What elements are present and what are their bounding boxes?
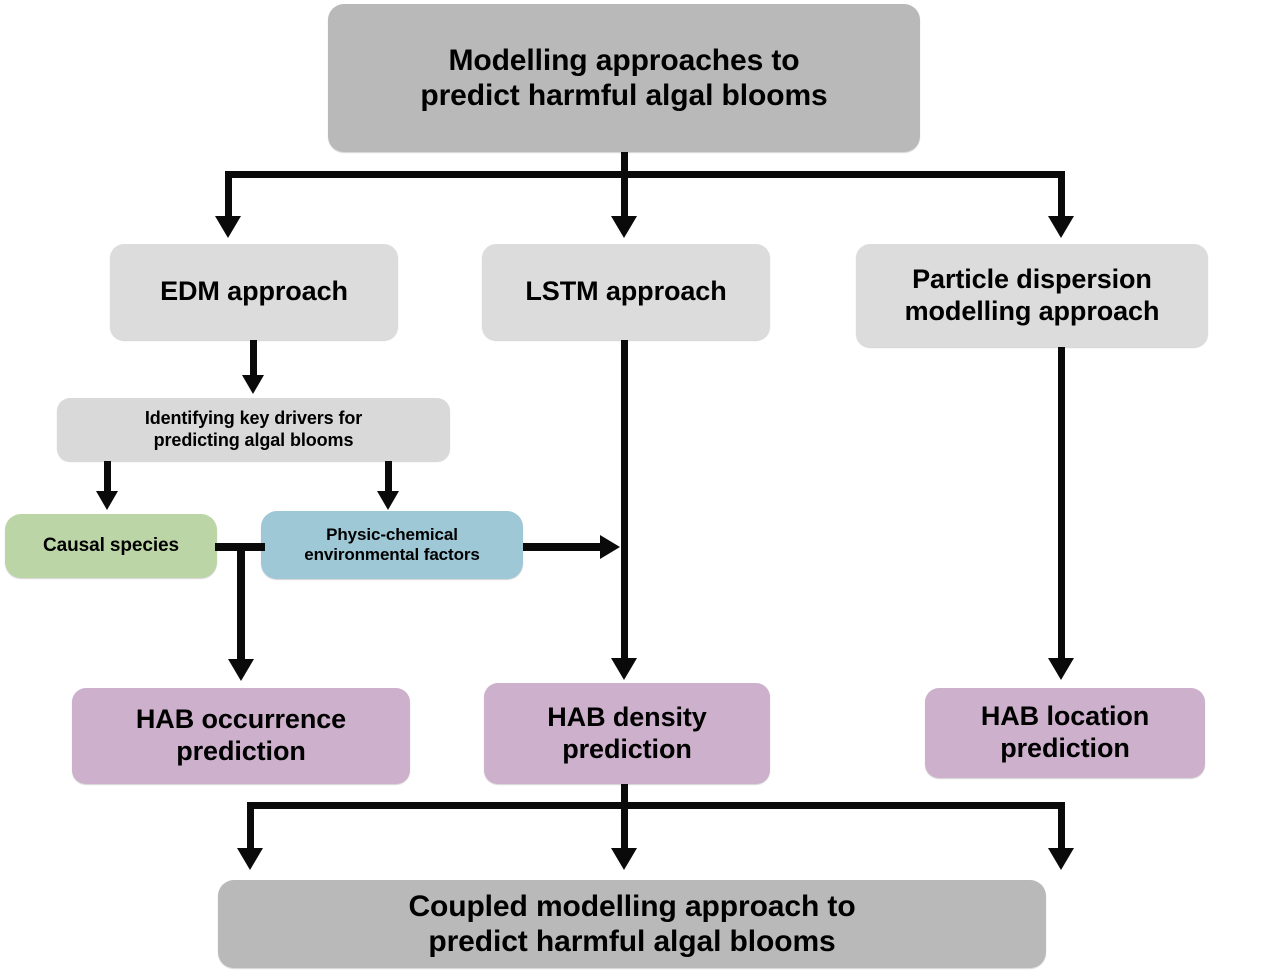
arrowhead-collector-left [237, 848, 263, 870]
connector-drivers-to-physchem [385, 461, 392, 493]
connector-hab-density-stem [621, 784, 628, 808]
node-particle-dispersion-approach: Particle dispersion modelling approach [856, 244, 1208, 347]
connector-drivers-to-causal [104, 461, 111, 493]
connector-bridge-to-hab-occurrence [237, 543, 245, 661]
connector-edm-to-drivers [250, 340, 257, 377]
node-coupled-modelling-approach: Coupled modelling approach to predict ha… [218, 880, 1046, 968]
connector-drop-to-lstm [621, 171, 628, 218]
arrowhead-to-edm [215, 216, 241, 238]
node-root-modelling-approaches: Modelling approaches to predict harmful … [328, 4, 920, 152]
node-causal-species: Causal species [5, 514, 217, 578]
arrowhead-to-particle [1048, 216, 1074, 238]
connector-top-distributor-bar [225, 171, 1065, 178]
connector-collector-drop-right [1058, 802, 1065, 850]
arrowhead-to-hab-density [611, 658, 637, 680]
node-physic-chemical-environmental-factors: Physic-chemical environmental factors [261, 511, 523, 579]
connector-physchem-to-lstm-trunk [523, 543, 605, 551]
connector-drop-to-particle [1058, 171, 1065, 218]
node-edm-approach: EDM approach [110, 244, 398, 340]
connector-root-stem [621, 152, 628, 177]
connector-lstm-to-hab-density [621, 340, 628, 660]
arrowhead-to-causal-species [96, 491, 118, 510]
arrowhead-to-drivers [242, 375, 264, 394]
arrowhead-collector-right [1048, 848, 1074, 870]
arrowhead-to-physchem [377, 491, 399, 510]
node-identifying-key-drivers: Identifying key drivers for predicting a… [57, 398, 450, 461]
arrowhead-to-lstm [611, 216, 637, 238]
connector-bottom-collector-bar [247, 802, 1065, 809]
connector-drop-to-edm [225, 171, 232, 218]
node-hab-density-prediction: HAB density prediction [484, 683, 770, 784]
connector-particle-to-hab-location [1058, 347, 1065, 660]
connector-collector-drop-center [621, 802, 628, 850]
connector-collector-drop-left [247, 802, 254, 850]
arrowhead-collector-center [611, 848, 637, 870]
node-hab-occurrence-prediction: HAB occurrence prediction [72, 688, 410, 784]
arrowhead-to-hab-location [1048, 658, 1074, 680]
node-lstm-approach: LSTM approach [482, 244, 770, 340]
arrowhead-to-hab-occurrence [228, 659, 254, 681]
arrowhead-physchem-to-lstm-trunk [600, 535, 620, 559]
node-hab-location-prediction: HAB location prediction [925, 688, 1205, 778]
